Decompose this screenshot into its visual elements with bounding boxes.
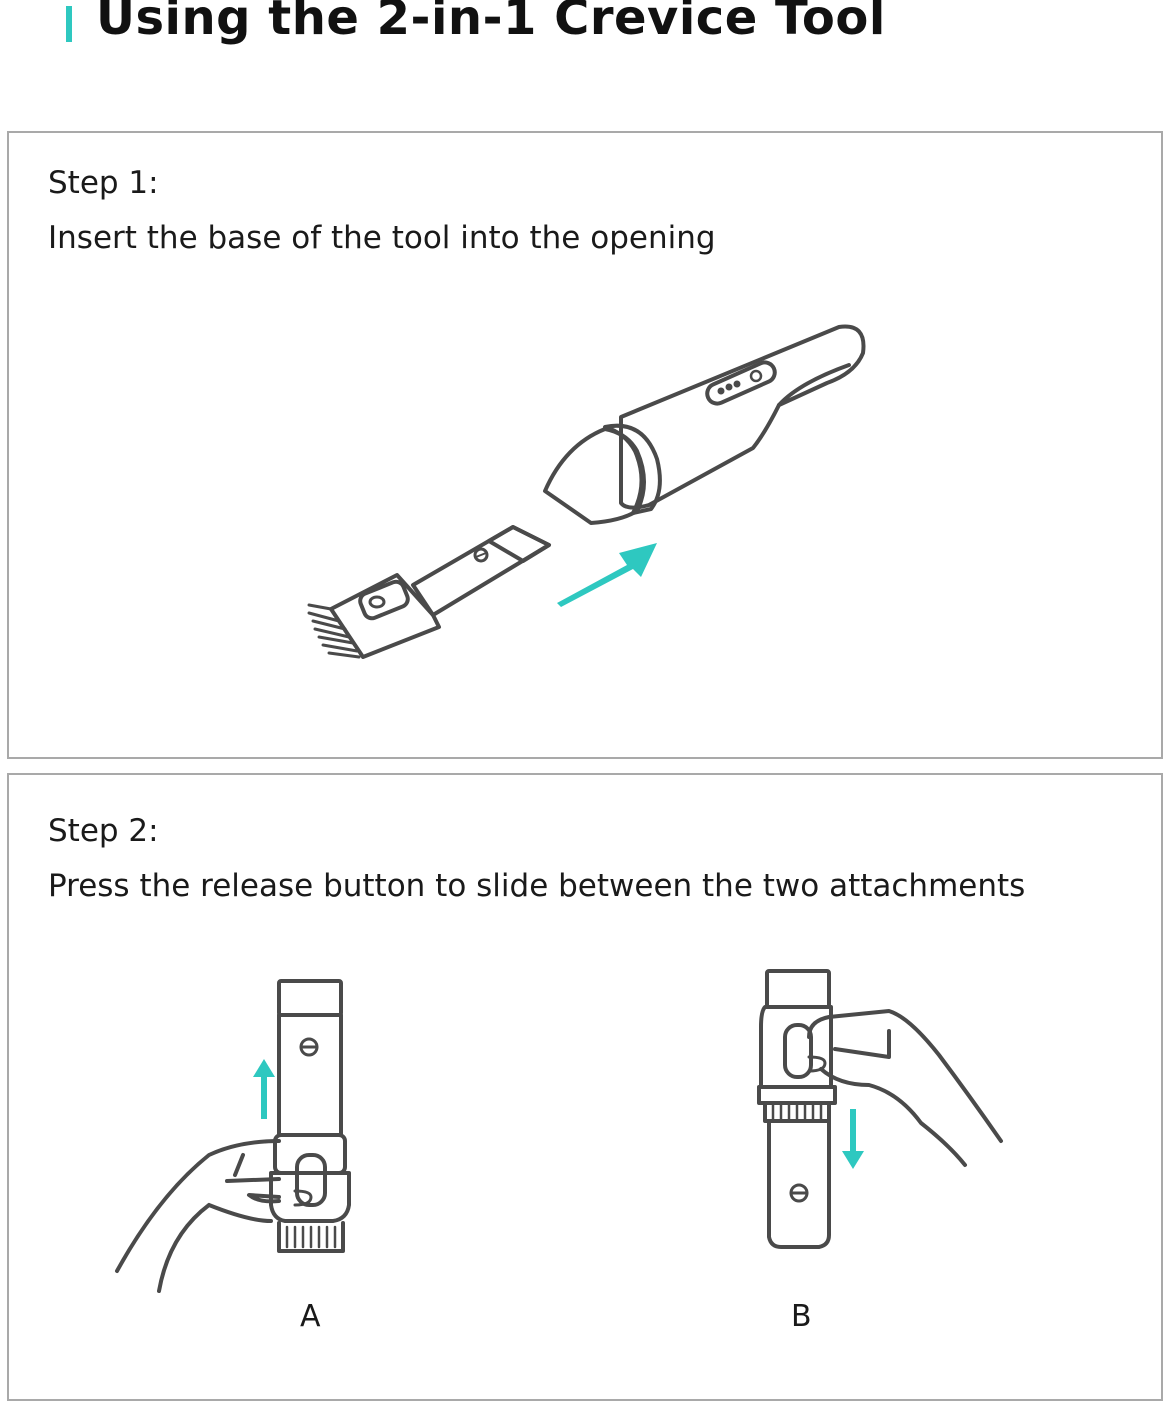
power-button-panel [705, 360, 777, 406]
hand-b [807, 1009, 1003, 1167]
figure-a-label: A [300, 1299, 321, 1334]
arrow-up [253, 1059, 275, 1119]
step-1-label: Step 1: [48, 165, 159, 201]
step-2-description: Press the release button to slide betwee… [48, 868, 1026, 904]
vacuum-nozzle [543, 427, 646, 525]
arrow-down [842, 1109, 864, 1169]
step-1-description: Insert the base of the tool into the ope… [48, 220, 716, 256]
figure-b [757, 969, 1003, 1249]
figure-a [115, 979, 351, 1293]
slide-attachment-illustration [115, 969, 1003, 1293]
hand-a [115, 1139, 281, 1293]
page-title: Using the 2-in-1 Crevice Tool [96, 0, 886, 46]
title-accent-bar [66, 6, 72, 42]
step-2-panel: Step 2: Press the release button to slid… [7, 773, 1163, 1401]
vacuum-body [619, 324, 866, 510]
step-1-panel: Step 1: Insert the base of the tool into… [7, 131, 1163, 759]
vacuum-insert-illustration [307, 324, 866, 659]
vacuum-collar [603, 423, 662, 515]
step-2-label: Step 2: [48, 813, 159, 849]
figure-b-label: B [791, 1299, 812, 1334]
crevice-tool [307, 525, 551, 659]
insert-arrow [557, 543, 657, 607]
